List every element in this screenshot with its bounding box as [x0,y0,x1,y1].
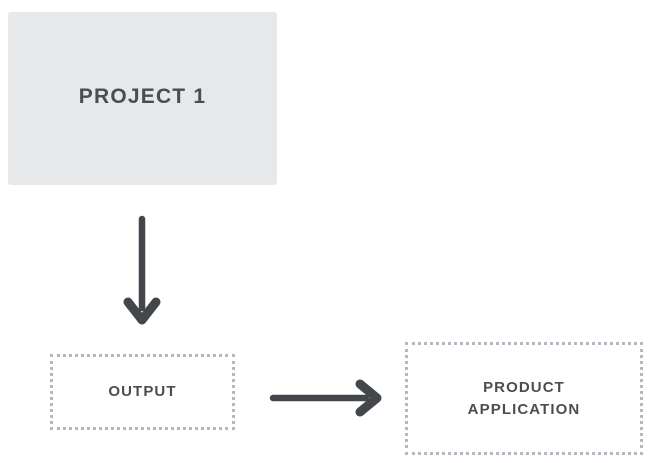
node-product-application-label-line-1: PRODUCT [483,378,565,396]
node-product-application-label: PRODUCT APPLICATION [468,377,581,421]
node-project-1-label: PROJECT 1 [78,85,207,109]
arrow-right-icon [266,376,384,420]
node-output-label: OUTPUT [108,383,177,401]
node-project-1[interactable]: PROJECT 1 [8,12,277,185]
arrow-down-icon [118,212,166,330]
node-product-application-label-line-2: APPLICATION [467,400,581,418]
node-product-application[interactable]: PRODUCT APPLICATION [405,342,643,455]
node-output[interactable]: OUTPUT [50,354,235,430]
